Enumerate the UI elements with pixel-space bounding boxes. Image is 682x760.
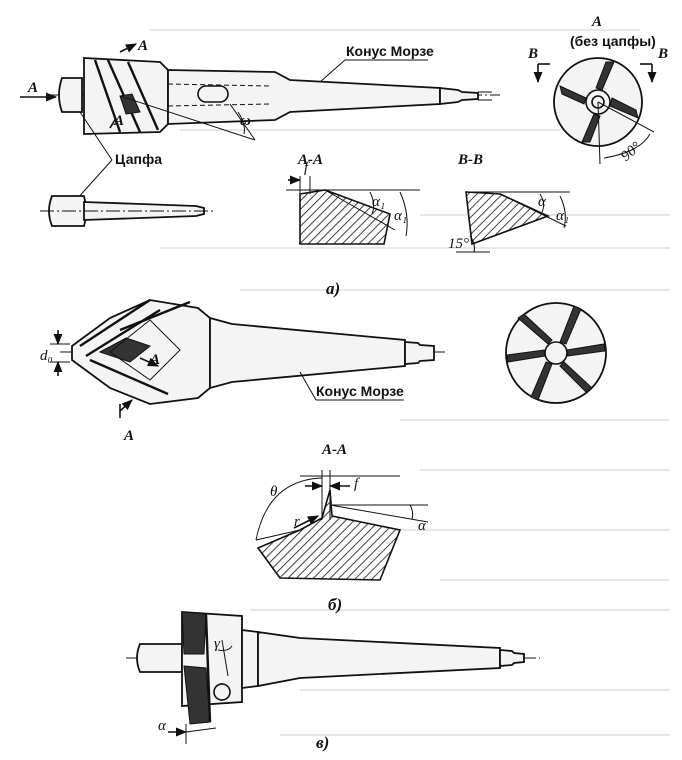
view-arrow-a-label: А	[27, 80, 38, 96]
cut-mark-b-right: В	[657, 46, 668, 62]
section-mark-b-bottom: А	[123, 428, 134, 444]
section-mark-b-a: А	[149, 352, 160, 368]
countersink-c-side-view: γ α	[126, 611, 540, 744]
section-b-b: В-В α α₁ 15°	[448, 152, 570, 253]
morse-cone-label-a: Конус Морзе	[346, 43, 434, 59]
figure-a: А А А ω Конус Морзе Цапфа А	[20, 14, 668, 298]
angle-90-label: 90°	[618, 139, 644, 165]
caption-b: б)	[328, 595, 342, 614]
alpha1-label-a: α₁	[372, 194, 385, 210]
r-label: r	[294, 514, 300, 530]
alpha3-label-b: α	[538, 194, 547, 210]
angle-15-label: 15°	[448, 236, 469, 252]
section-a-a: А-А f α₁ α₁	[286, 152, 420, 245]
section-mark-a-bottom: А	[113, 113, 124, 129]
section-b-a-a: А-А f α θ r	[255, 442, 429, 581]
alpha2-label-a: α₁	[394, 208, 407, 224]
alpha-label-b: α	[418, 518, 427, 534]
caption-a: а)	[326, 279, 340, 298]
gamma-label: γ	[214, 636, 221, 652]
theta-label: θ	[270, 484, 278, 500]
end-view-b	[505, 302, 607, 404]
section-b-title: А-А	[321, 442, 347, 458]
pin-label: Цапфа	[115, 151, 162, 167]
background-text	[150, 29, 670, 736]
d0-label: d₀	[40, 348, 53, 364]
figure-c: γ α в)	[126, 611, 540, 752]
end-view-title-note: (без цапфы)	[570, 33, 656, 49]
countersink-a-side-view: А А А ω Конус Морзе	[20, 38, 500, 141]
end-view-a: А (без цапфы) В В 90°	[527, 14, 668, 165]
section-a-a-title: А-А	[297, 152, 323, 168]
caption-c: в)	[316, 733, 329, 752]
morse-cone-label-b: Конус Морзе	[316, 383, 404, 399]
pilot-pin: Цапфа	[40, 111, 214, 227]
cut-mark-b-left: В	[527, 46, 538, 62]
figure-b: d₀ А А Конус Морзе А-А	[40, 298, 607, 614]
countersink-b-side-view: d₀ А А Конус Морзе	[40, 298, 445, 444]
alpha4-label-b: α₁	[556, 208, 569, 224]
section-mark-a-top: А	[137, 38, 148, 54]
omega-label: ω	[240, 113, 251, 129]
f-label-a: f	[304, 160, 310, 176]
section-b-b-title: В-В	[457, 152, 483, 168]
alpha-label-c: α	[158, 718, 167, 734]
end-view-title-letter: А	[591, 14, 602, 30]
f-label-b: f	[354, 476, 360, 492]
